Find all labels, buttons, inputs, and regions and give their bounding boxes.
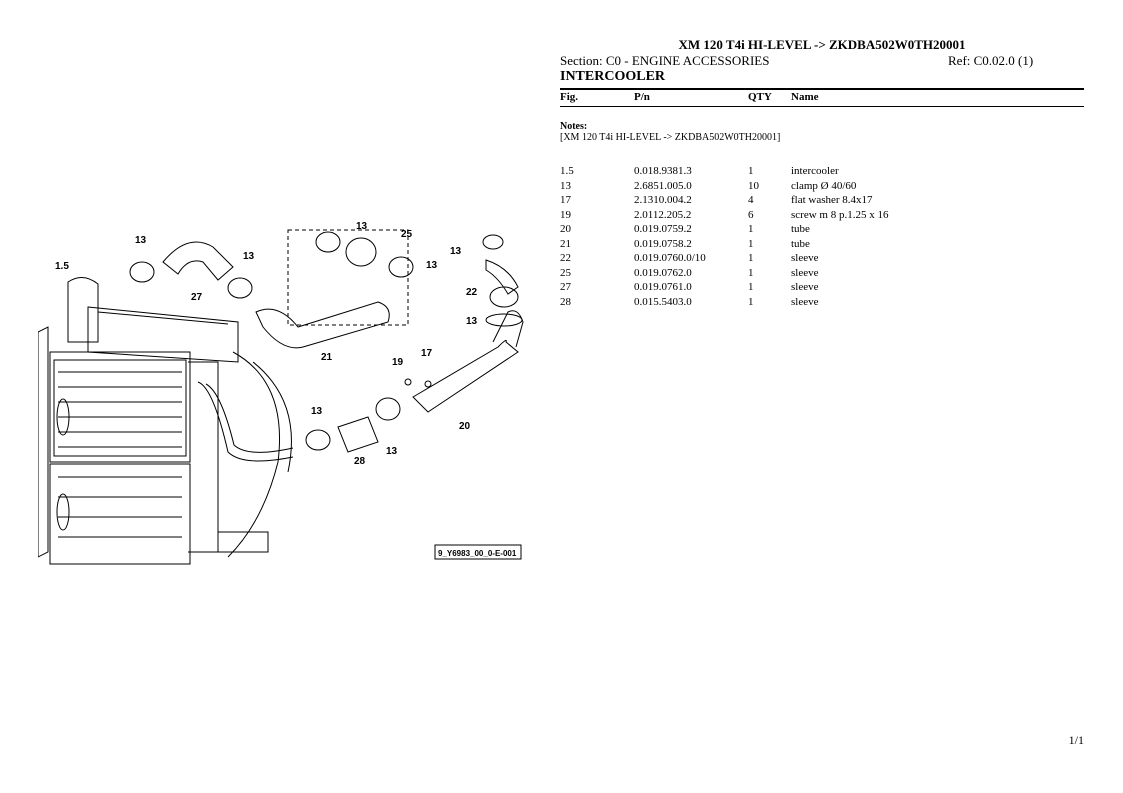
svg-text:20: 20 (459, 421, 471, 432)
col-name: Name (791, 91, 819, 103)
svg-text:13: 13 (135, 235, 147, 246)
svg-text:13: 13 (466, 316, 478, 327)
col-qty: QTY (748, 91, 772, 103)
col-pn: P/n (634, 91, 650, 103)
svg-text:13: 13 (450, 246, 462, 257)
notes-text: [XM 120 T4i HI-LEVEL -> ZKDBA502W0TH2000… (560, 132, 781, 143)
svg-text:17: 17 (421, 348, 433, 359)
ref-label: Ref: C0.02.0 (1) (948, 53, 1034, 68)
svg-text:27: 27 (191, 292, 203, 303)
svg-text:13: 13 (243, 251, 255, 262)
svg-text:13: 13 (386, 446, 398, 457)
svg-text:25: 25 (401, 229, 413, 240)
part-group-name: INTERCOOLER (560, 69, 666, 84)
section-row: Section: C0 - ENGINE ACCESSORIES Ref: C0… (560, 53, 1084, 69)
section-label: Section: C0 - ENGINE ACCESSORIES (560, 53, 770, 68)
notes-label: Notes: (560, 121, 588, 132)
intercooler-assembly (38, 277, 294, 565)
svg-text:21: 21 (321, 352, 333, 363)
diagram-code: 9_Y6983_00_0-E-001 (438, 549, 517, 558)
svg-text:22: 22 (466, 287, 478, 298)
page-number: 1/1 (1068, 733, 1084, 747)
table-header: Fig. P/n QTY Name (560, 88, 1084, 107)
svg-text:13: 13 (356, 221, 368, 232)
svg-text:1.5: 1.5 (55, 261, 69, 272)
col-fig: Fig. (560, 91, 579, 103)
sleeve-27-shape (162, 241, 234, 281)
exploded-parts-diagram: 13 25 13 1.5 13 27 13 13 22 13 21 19 17 … (38, 212, 526, 568)
svg-text:13: 13 (426, 260, 438, 271)
document-title: XM 120 T4i HI-LEVEL -> ZKDBA502W0TH20001 (678, 37, 966, 52)
svg-text:28: 28 (354, 456, 366, 467)
svg-text:19: 19 (392, 357, 404, 368)
svg-text:13: 13 (311, 406, 323, 417)
